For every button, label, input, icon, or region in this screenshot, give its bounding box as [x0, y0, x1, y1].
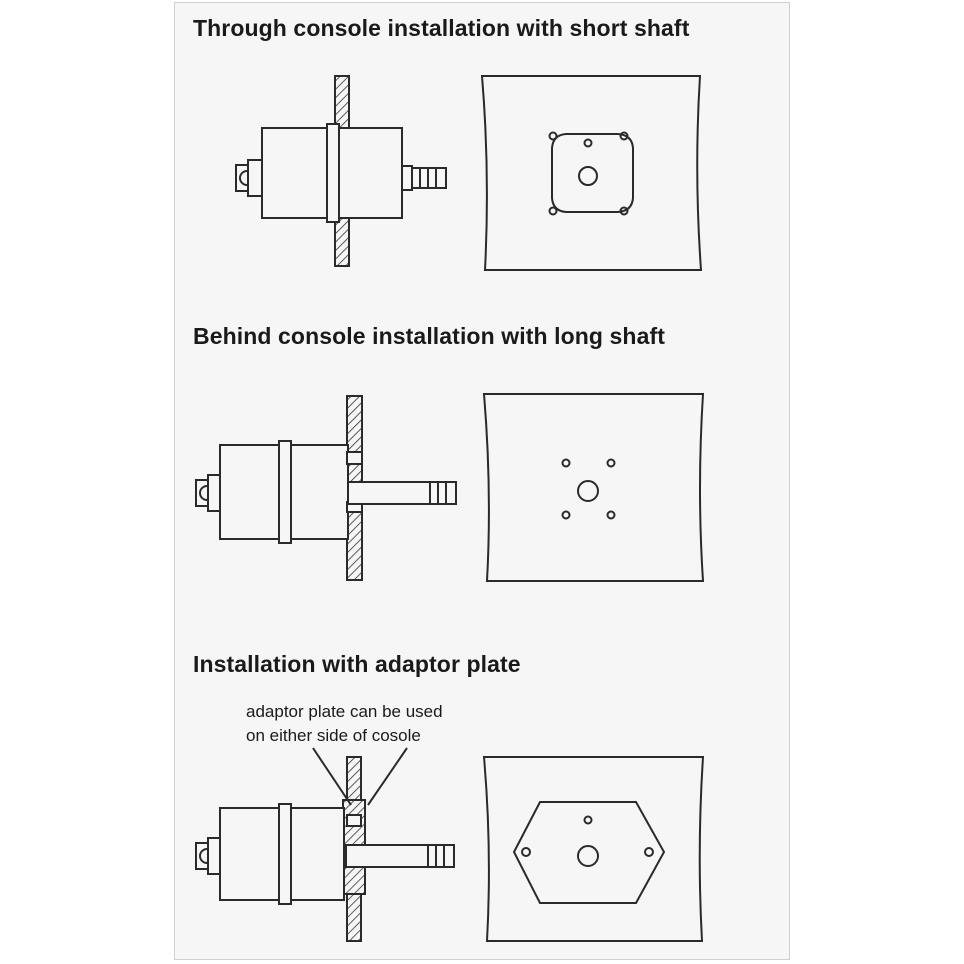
- shaft-bore: [346, 814, 362, 827]
- annotation-line-2: on either side of cosole: [246, 726, 421, 745]
- bolt-hole: [561, 458, 571, 468]
- side-view-short-shaft: [235, 75, 447, 267]
- panel-cutout-adaptor-plate: [482, 756, 705, 942]
- flange-ring: [278, 803, 292, 905]
- shaft-bore: [346, 451, 363, 465]
- shaft-collar: [401, 165, 413, 191]
- leader-line: [312, 747, 352, 806]
- bolt-hole: [644, 847, 654, 857]
- panel-cutout-long-shaft: [482, 393, 705, 582]
- console-face: [482, 756, 705, 942]
- console-face: [482, 393, 705, 582]
- shaft-hole: [577, 480, 599, 502]
- oval-cutout: [551, 133, 634, 213]
- bolt-hole: [561, 510, 571, 520]
- shaft-hole: [577, 845, 599, 867]
- flange-ring: [278, 440, 292, 544]
- heading-short-shaft: Through console installation with short …: [193, 15, 690, 41]
- side-view-long-shaft: [195, 395, 457, 581]
- bolt-hole: [606, 458, 616, 468]
- bolt-hole: [521, 847, 531, 857]
- annotation-line-1: adaptor plate can be used: [246, 702, 443, 721]
- bolt-hole: [548, 206, 558, 216]
- bolt-hole: [606, 510, 616, 520]
- bolt-hole: [619, 206, 629, 216]
- long-shaft: [345, 844, 455, 868]
- side-view-adaptor-plate: [195, 747, 455, 942]
- hexagonal-adaptor-plate: [512, 801, 666, 904]
- leader-line: [367, 747, 408, 806]
- heading-long-shaft: Behind console installation with long sh…: [193, 323, 665, 349]
- panel-cutout-short-shaft: [480, 75, 703, 271]
- bolt-hole: [548, 131, 558, 141]
- screw-hole: [583, 138, 593, 148]
- shaft-hole: [578, 166, 598, 186]
- heading-adaptor-plate: Installation with adaptor plate: [193, 651, 521, 677]
- long-shaft: [347, 481, 457, 505]
- screw-hole: [583, 815, 593, 825]
- flange-ring: [326, 123, 340, 223]
- bolt-hole: [619, 131, 629, 141]
- console-face: [480, 75, 703, 271]
